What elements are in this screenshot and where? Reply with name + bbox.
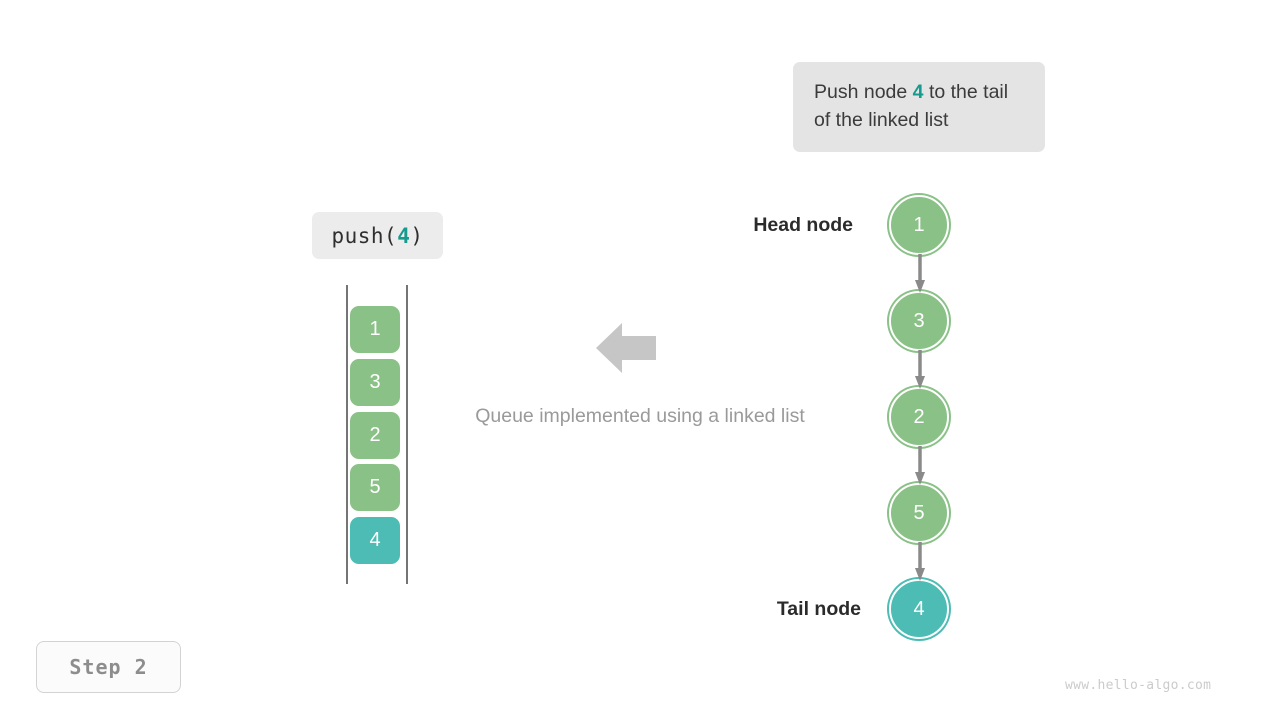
queue-cell-value: 3 <box>369 371 381 393</box>
node-value: 5 <box>913 501 925 524</box>
step-badge: Step 2 <box>36 641 181 693</box>
link-arrow-icon <box>915 254 925 298</box>
queue-cell: 1 <box>350 306 400 353</box>
queue-cell-value: 5 <box>369 476 381 498</box>
node-value: 4 <box>913 597 925 620</box>
operation-label-value: 4 <box>397 223 411 248</box>
linked-list-node: 2 <box>889 387 949 447</box>
link-arrow-icon <box>915 350 925 394</box>
queue-rail-left <box>346 285 348 584</box>
queue-rail-right <box>406 285 408 584</box>
queue-cell-value: 2 <box>369 424 381 446</box>
queue-cell: 2 <box>350 412 400 459</box>
head-node-label: Head node <box>753 214 853 236</box>
link-arrow-icon <box>915 542 925 586</box>
operation-label: push(4) <box>312 212 443 259</box>
operation-label-suffix: ) <box>410 223 424 248</box>
node-value: 1 <box>913 213 925 236</box>
queue-caption: Queue implemented using a linked list <box>475 405 805 427</box>
linked-list-node: 5 <box>889 483 949 543</box>
queue-cell: 5 <box>350 464 400 511</box>
link-arrow-icon <box>915 446 925 490</box>
left-arrow-icon <box>596 323 656 378</box>
node-value: 3 <box>913 309 925 332</box>
watermark: www.hello-algo.com <box>1065 678 1212 693</box>
operation-label-prefix: push( <box>331 223 398 248</box>
queue-cell-new: 4 <box>350 517 400 564</box>
callout-text-after: to the tail of the linked list <box>814 81 1009 131</box>
queue-cell-value: 1 <box>369 318 381 340</box>
callout-highlight-value: 4 <box>912 81 924 103</box>
tail-node-label: Tail node <box>776 598 861 620</box>
queue-cell: 3 <box>350 359 400 406</box>
linked-list-node: 1 <box>889 195 949 255</box>
node-value: 2 <box>913 405 925 428</box>
linked-list-node-new: 4 <box>889 579 949 639</box>
linked-list-node: 3 <box>889 291 949 351</box>
callout-box: Push node 4 to the tail of the linked li… <box>793 62 1045 152</box>
callout-text-before: Push node <box>814 81 913 103</box>
queue-cell-value: 4 <box>369 529 381 551</box>
